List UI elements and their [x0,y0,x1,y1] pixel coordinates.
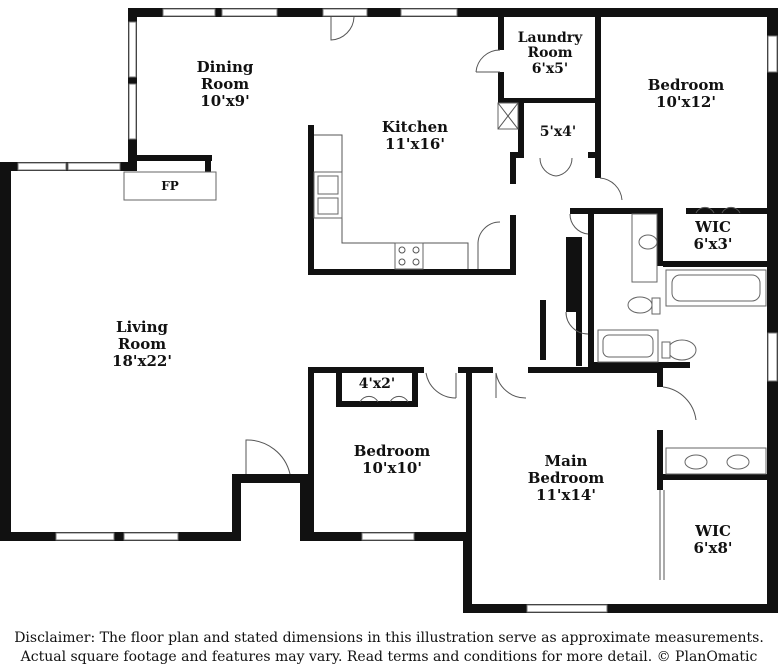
room-name: Dining [197,58,254,76]
room-name: WIC [694,522,731,540]
svg-text:Dining: Dining [197,58,254,76]
fireplace-icon [123,171,217,201]
toilet-icon [667,339,697,361]
svg-text:18'x22': 18'x22' [112,352,172,370]
room-name: Main [545,452,588,470]
room-size: 6'x3' [693,235,732,253]
interior-walls [128,8,768,613]
svg-text:Kitchen: Kitchen [382,118,448,136]
svg-text:5'x4': 5'x4' [540,124,576,140]
svg-text:Laundry: Laundry [518,30,583,46]
svg-text:WIC: WIC [694,522,731,540]
room-size: 18'x22' [112,352,172,370]
svg-text:FP: FP [161,179,179,193]
room-size: 10'x9' [200,92,249,110]
svg-text:6'x5': 6'x5' [532,61,568,77]
sink-icon [684,454,708,470]
svg-text:10'x10': 10'x10' [362,459,422,477]
svg-text:Bedroom: Bedroom [648,76,725,94]
room-labels: Dining Room 10'x9' Kitchen 11'x16' Laund… [112,30,732,557]
room-size: 4'x2' [359,376,395,392]
fireplace-label: FP [161,179,179,193]
svg-text:6'x3': 6'x3' [693,235,732,253]
room-name: Bedroom [354,442,431,460]
sink-icon [638,234,658,250]
room-size: 10'x12' [656,93,716,111]
room-size: 11'x16' [385,135,445,153]
room-size: 6'x5' [532,61,568,77]
room-name: WIC [694,218,731,236]
room-name: Bedroom [648,76,725,94]
room-name: Room [527,45,572,61]
svg-text:4'x2': 4'x2' [359,376,395,392]
room-name: Room [118,335,166,353]
svg-text:Bedroom: Bedroom [354,442,431,460]
room-size: 11'x14' [536,486,596,504]
toilet-icon [627,296,653,314]
room-name: Room [201,75,249,93]
svg-text:WIC: WIC [694,218,731,236]
svg-text:Bedroom: Bedroom [528,469,605,487]
svg-text:Room: Room [201,75,249,93]
svg-text:10'x9': 10'x9' [200,92,249,110]
svg-text:Room: Room [527,45,572,61]
disclaimer-line-1: Disclaimer: The floor plan and stated di… [14,630,764,646]
svg-text:Living: Living [116,318,169,336]
svg-text:6'x8': 6'x8' [693,539,732,557]
svg-text:Room: Room [118,335,166,353]
svg-text:11'x16': 11'x16' [385,135,445,153]
room-size: 10'x10' [362,459,422,477]
room-size: 5'x4' [540,124,576,140]
disclaimer-line-2: Actual square footage and features may v… [20,649,758,665]
stove-icon [394,242,424,270]
room-name: Bedroom [528,469,605,487]
svg-text:11'x14': 11'x14' [536,486,596,504]
doors [245,16,741,580]
floor-plan: Dining Room 10'x9' Kitchen 11'x16' Laund… [0,8,778,613]
room-name: Laundry [518,30,583,46]
sink-icon [726,454,750,470]
svg-text:Main: Main [545,452,588,470]
room-name: Kitchen [382,118,448,136]
windows [17,8,778,613]
room-size: 6'x8' [693,539,732,557]
room-name: Living [116,318,169,336]
svg-text:10'x12': 10'x12' [656,93,716,111]
fixtures [123,102,767,475]
